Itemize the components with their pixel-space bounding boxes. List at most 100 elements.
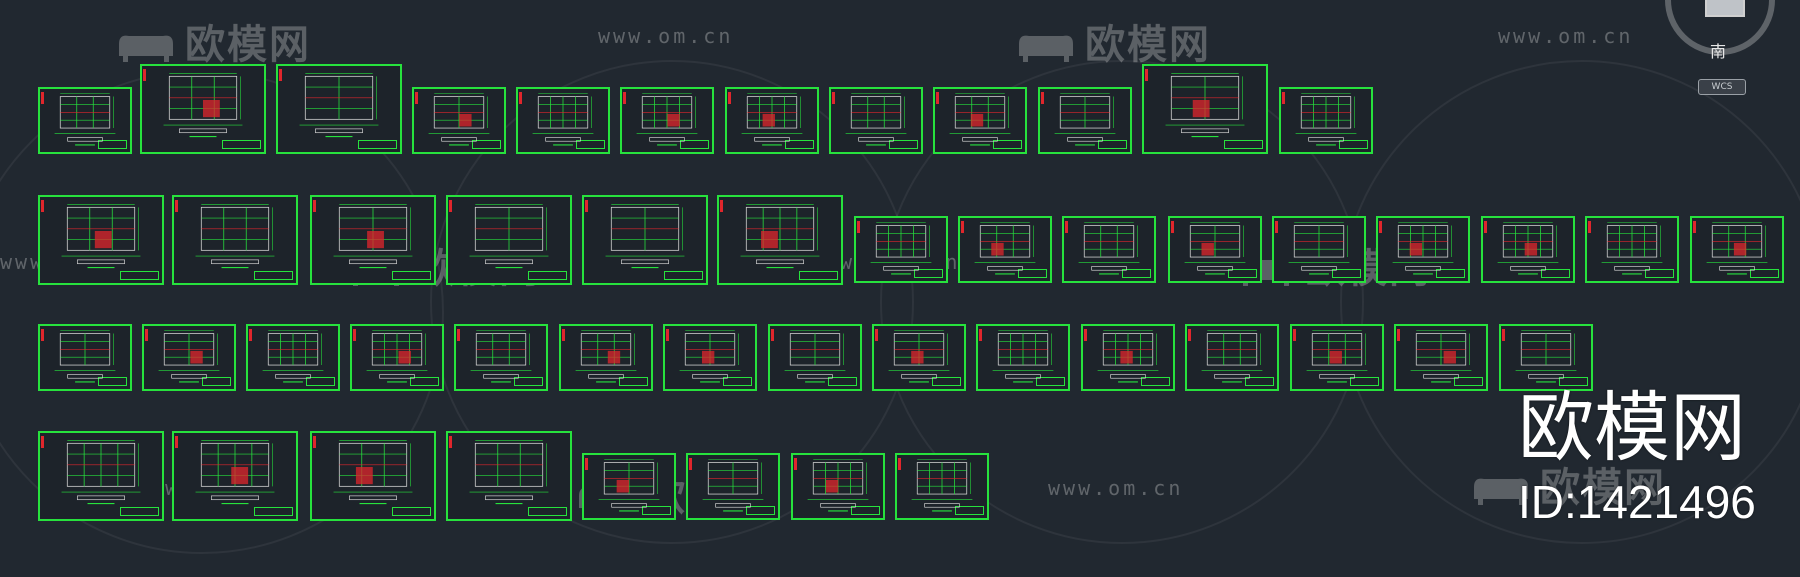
elevation-drawing [333, 440, 413, 505]
drawing-sheet[interactable] [895, 453, 989, 520]
drawing-sheet[interactable] [620, 87, 714, 154]
sheet-title-block [528, 271, 567, 280]
drawing-sheet[interactable] [829, 87, 923, 154]
sheet-red-marker [857, 221, 860, 233]
drawing-sheet[interactable] [1168, 216, 1262, 283]
drawing-sheet[interactable] [38, 324, 132, 391]
sheet-red-marker [41, 92, 44, 104]
drawing-sheet[interactable] [1690, 216, 1784, 283]
drawing-sheet[interactable] [1062, 216, 1156, 283]
sheet-title-block [785, 140, 814, 149]
sheet-title-block [254, 271, 293, 280]
sheet-title-block [222, 140, 261, 149]
drawing-sheet[interactable] [38, 87, 132, 154]
elevation-drawing [262, 330, 324, 383]
drawing-sheet[interactable] [582, 453, 676, 520]
sheet-red-marker [1502, 329, 1505, 341]
drawing-sheet[interactable] [933, 87, 1027, 154]
drawing-sheet[interactable] [1394, 324, 1488, 391]
drawing-sheet[interactable] [310, 195, 436, 285]
sheet-red-marker [313, 436, 316, 448]
drawing-sheet[interactable] [582, 195, 708, 285]
sheet-title-block [828, 377, 857, 386]
drawing-sheet[interactable] [310, 431, 436, 521]
drawing-sheet[interactable] [454, 324, 548, 391]
drawing-sheet[interactable] [559, 324, 653, 391]
elevation-drawing [1288, 222, 1350, 275]
elevation-drawing [1410, 330, 1472, 383]
sheet-red-marker [145, 329, 148, 341]
elevation-drawing [469, 204, 549, 269]
sheet-red-marker [961, 221, 964, 233]
drawing-sheet[interactable] [1481, 216, 1575, 283]
brand-name: 欧模网 [1518, 383, 1746, 472]
drawing-sheet[interactable] [446, 431, 572, 521]
drawing-sheet[interactable] [791, 453, 885, 520]
sheet-title-block [98, 140, 127, 149]
drawing-sheet[interactable] [276, 64, 402, 154]
sheet-title-block [1245, 377, 1274, 386]
sheet-title-block [1436, 269, 1465, 278]
drawing-sheet[interactable] [350, 324, 444, 391]
drawing-sheet[interactable] [1499, 324, 1593, 391]
drawing-sheet[interactable] [1038, 87, 1132, 154]
elevation-drawing [195, 204, 275, 269]
drawing-sheet[interactable] [1142, 64, 1268, 154]
sheet-title-block [358, 140, 397, 149]
drawing-sheet[interactable] [446, 195, 572, 285]
elevation-drawing [469, 440, 549, 505]
drawing-sheet[interactable] [38, 431, 164, 521]
drawing-sheet[interactable] [686, 453, 780, 520]
drawing-sheet[interactable] [958, 216, 1052, 283]
sheet-red-marker [771, 329, 774, 341]
drawing-sheet[interactable] [872, 324, 966, 391]
elevation-drawing [888, 330, 950, 383]
drawing-sheet[interactable] [1290, 324, 1384, 391]
drawing-sheet[interactable] [1272, 216, 1366, 283]
sheet-title-block [1541, 269, 1570, 278]
sheet-red-marker [313, 200, 316, 212]
drawing-sheet[interactable] [246, 324, 340, 391]
drawing-sheet[interactable] [1585, 216, 1679, 283]
compass-direction-label[interactable]: 南 [1710, 42, 1727, 61]
drawing-sheet[interactable] [38, 195, 164, 285]
drawing-sheet[interactable] [1081, 324, 1175, 391]
elevation-drawing [158, 330, 220, 383]
drawing-sheet[interactable] [1279, 87, 1373, 154]
view-cube-icon[interactable] [1705, 0, 1745, 17]
sheet-red-marker [1065, 221, 1068, 233]
sheet-title-block [1036, 377, 1065, 386]
drawing-sheet[interactable] [412, 87, 506, 154]
drawing-sheet[interactable] [725, 87, 819, 154]
elevation-drawing [702, 459, 764, 512]
elevation-drawing [1392, 222, 1454, 275]
drawing-sheet[interactable] [1185, 324, 1279, 391]
drawing-sheet[interactable] [1376, 216, 1470, 283]
drawing-sheet[interactable] [516, 87, 610, 154]
drawing-sheet[interactable] [854, 216, 948, 283]
sheet-red-marker [457, 329, 460, 341]
drawing-sheet[interactable] [172, 195, 298, 285]
sheet-title-block [1141, 377, 1170, 386]
sheet-title-block [1339, 140, 1368, 149]
sheet-red-marker [249, 329, 252, 341]
drawing-sheet[interactable] [142, 324, 236, 391]
sheet-title-block [410, 377, 439, 386]
sheet-title-block [723, 377, 752, 386]
wcs-button[interactable]: WCS [1698, 79, 1746, 95]
drawing-sheet[interactable] [768, 324, 862, 391]
drawing-sheet[interactable] [172, 431, 298, 521]
drawing-sheet[interactable] [976, 324, 1070, 391]
drawing-sheet[interactable] [140, 64, 266, 154]
elevation-drawing [333, 204, 413, 269]
elevation-drawing [949, 93, 1011, 146]
drawing-sheet[interactable] [663, 324, 757, 391]
sheet-red-marker [720, 200, 723, 212]
elevation-drawing [1601, 222, 1663, 275]
sheet-red-marker [353, 329, 356, 341]
watermark-logo: 欧模网 [1015, 12, 1211, 70]
elevation-drawing [366, 330, 428, 383]
sheet-red-marker [1171, 221, 1174, 233]
drawing-sheet[interactable] [717, 195, 843, 285]
